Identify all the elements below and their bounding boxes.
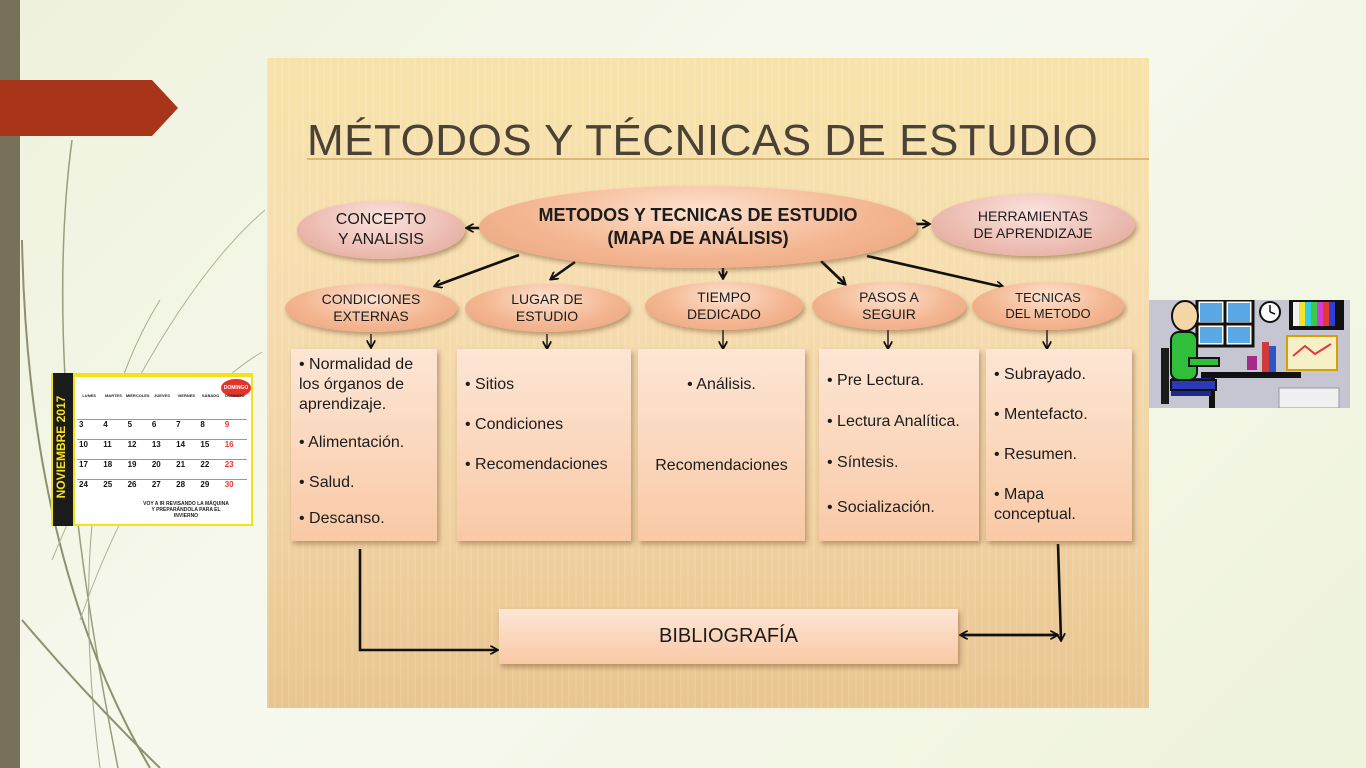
category-pasos: PASOS A SEGUIR: [812, 282, 966, 330]
category-condiciones: CONDICIONES EXTERNAS: [285, 284, 457, 332]
side-strip: [0, 0, 20, 768]
list-item: • Alimentación.: [299, 434, 405, 451]
calendar-day-cell: 3: [77, 419, 102, 439]
calendar-day-cell: 26: [125, 479, 150, 499]
list-item: • Sitios: [465, 376, 515, 393]
calendar-day-cell: 10: [77, 439, 102, 459]
student-desk-image: [1149, 300, 1350, 408]
herramientas-line1: HERRAMIENTAS: [977, 208, 1089, 224]
red-arrow-shape: [0, 80, 178, 136]
detail-box-condiciones: • Normalidad de los órganos de aprendiza…: [291, 349, 437, 541]
calendar-day-cell: 8: [198, 419, 223, 439]
calendar-day-cell: 14: [174, 439, 199, 459]
calendar-day-headers: LUNES MARTES MIÉRCOLES JUEVES VIERNES SÁ…: [77, 393, 247, 401]
calendar-day-cell: 20: [149, 459, 175, 479]
detail-box-lugar: • Sitios • Condiciones • Recomendaciones: [457, 349, 631, 541]
herramientas-node: HERRAMIENTAS DE APRENDIZAJE: [931, 194, 1135, 256]
calendar-day-cell: 12: [125, 439, 150, 459]
calendar-day-cell: 7: [174, 419, 199, 439]
calendar-image: NOVIEMBRE 2017 DOMINGO LUNES MARTES MIÉR…: [51, 373, 253, 526]
category-line1: TECNICAS: [1015, 290, 1081, 305]
calendar-day-cell: 28: [174, 479, 199, 499]
day-header: LUNES: [82, 393, 96, 398]
title-underline: [307, 158, 1149, 160]
day-header: MIÉRCOLES: [125, 393, 150, 398]
page-title: MÉTODOS Y TÉCNICAS DE ESTUDIO: [307, 116, 1099, 165]
calendar-day-cell: 22: [198, 459, 223, 479]
list-item: • Pre Lectura.: [827, 372, 925, 389]
detail-box-pasos: • Pre Lectura. • Lectura Analítica. • Sí…: [819, 349, 979, 541]
day-header: JUEVES: [154, 393, 170, 398]
list-item: • Mentefacto.: [994, 406, 1088, 423]
calendar-day-cell: 23: [222, 459, 247, 479]
list-item: Recomendaciones: [655, 457, 788, 474]
connector-arrows: [358, 58, 1149, 708]
calendar-day-cell: 6: [149, 419, 175, 439]
concepto-line2: Y ANALISIS: [338, 231, 424, 248]
calendar-day-cell: 4: [101, 419, 126, 439]
day-header: DOMINGO: [225, 393, 245, 398]
mind-map-slide: MÉTODOS Y TÉCNICAS DE ESTUDIO: [267, 58, 1149, 708]
list-item: • Condiciones: [465, 416, 564, 433]
calendar-day-cell: 29: [198, 479, 223, 499]
list-item: • Resumen.: [994, 446, 1077, 463]
herramientas-line2: DE APRENDIZAJE: [973, 225, 1093, 241]
category-line2: DEL METODO: [1005, 306, 1091, 321]
calendar-vertical-title: NOVIEMBRE 2017: [54, 395, 68, 499]
calendar-day-cell: 16: [222, 439, 247, 459]
calendar-day-cell: 25: [101, 479, 126, 499]
calendar-day-cell: 15: [198, 439, 223, 459]
category-line2: SEGUIR: [862, 306, 916, 322]
category-line1: CONDICIONES: [321, 291, 421, 307]
calendar-day-cell: 21: [174, 459, 199, 479]
desk-illustration: [1149, 300, 1350, 408]
list-item: • Mapa conceptual.: [994, 486, 1076, 523]
central-topic-line2: (MAPA DE ANÁLISIS): [607, 228, 789, 248]
category-line2: ESTUDIO: [515, 308, 579, 324]
detail-box-tiempo: • Análisis. Recomendaciones: [638, 349, 805, 541]
category-line2: DEDICADO: [687, 306, 761, 322]
calendar-day-cell: 30: [222, 479, 247, 499]
list-item: • Recomendaciones: [465, 456, 608, 473]
concepto-line1: CONCEPTO: [335, 211, 427, 228]
category-line1: LUGAR DE: [511, 291, 583, 307]
calendar-day-cell: 18: [101, 459, 126, 479]
calendar-day-cell: 13: [149, 439, 175, 459]
category-line1: PASOS A: [859, 289, 919, 305]
list-item: • Socialización.: [827, 499, 935, 516]
day-header: MARTES: [104, 393, 122, 398]
category-lugar: LUGAR DE ESTUDIO: [465, 284, 629, 332]
list-item: • Subrayado.: [994, 366, 1086, 383]
calendar-day-cell: 9: [222, 419, 247, 439]
bibliografia-box: BIBLIOGRAFÍA: [499, 609, 958, 664]
category-line1: TIEMPO: [697, 289, 751, 305]
calendar-day-cell: 19: [125, 459, 150, 479]
list-item: • Descanso.: [299, 510, 385, 527]
list-item: • Salud.: [299, 474, 355, 491]
calendar-day-cell: 5: [125, 419, 150, 439]
calendar-day-cell: 11: [101, 439, 126, 459]
concepto-node: CONCEPTO Y ANALISIS: [297, 201, 465, 259]
central-topic-line1: METODOS Y TECNICAS DE ESTUDIO: [538, 205, 858, 225]
calendar-day-cell: 24: [77, 479, 102, 499]
category-tecnicas: TECNICAS DEL METODO: [972, 282, 1124, 330]
calendar-day-cell: 27: [149, 479, 175, 499]
list-item: • Lectura Analítica.: [827, 413, 960, 430]
calendar-caption: VOY A IR REVISANDO LA MÁQUINA Y PREPARÁN…: [143, 501, 229, 519]
bibliografia-label: BIBLIOGRAFÍA: [659, 625, 798, 647]
day-header: SÁBADO: [201, 393, 220, 398]
detail-box-tecnicas: • Subrayado. • Mentefacto. • Resumen. • …: [986, 349, 1132, 541]
list-item: • Normalidad de los órganos de aprendiza…: [299, 356, 414, 413]
calendar-day-cell: 17: [77, 459, 102, 479]
category-tiempo: TIEMPO DEDICADO: [645, 282, 803, 330]
calendar-badge: DOMINGO: [221, 379, 251, 397]
day-header: VIERNES: [177, 393, 196, 398]
list-item: • Síntesis.: [827, 454, 899, 471]
central-topic: METODOS Y TECNICAS DE ESTUDIO (MAPA DE A…: [479, 186, 917, 268]
list-item: • Análisis.: [687, 376, 756, 393]
category-line2: EXTERNAS: [333, 308, 409, 324]
